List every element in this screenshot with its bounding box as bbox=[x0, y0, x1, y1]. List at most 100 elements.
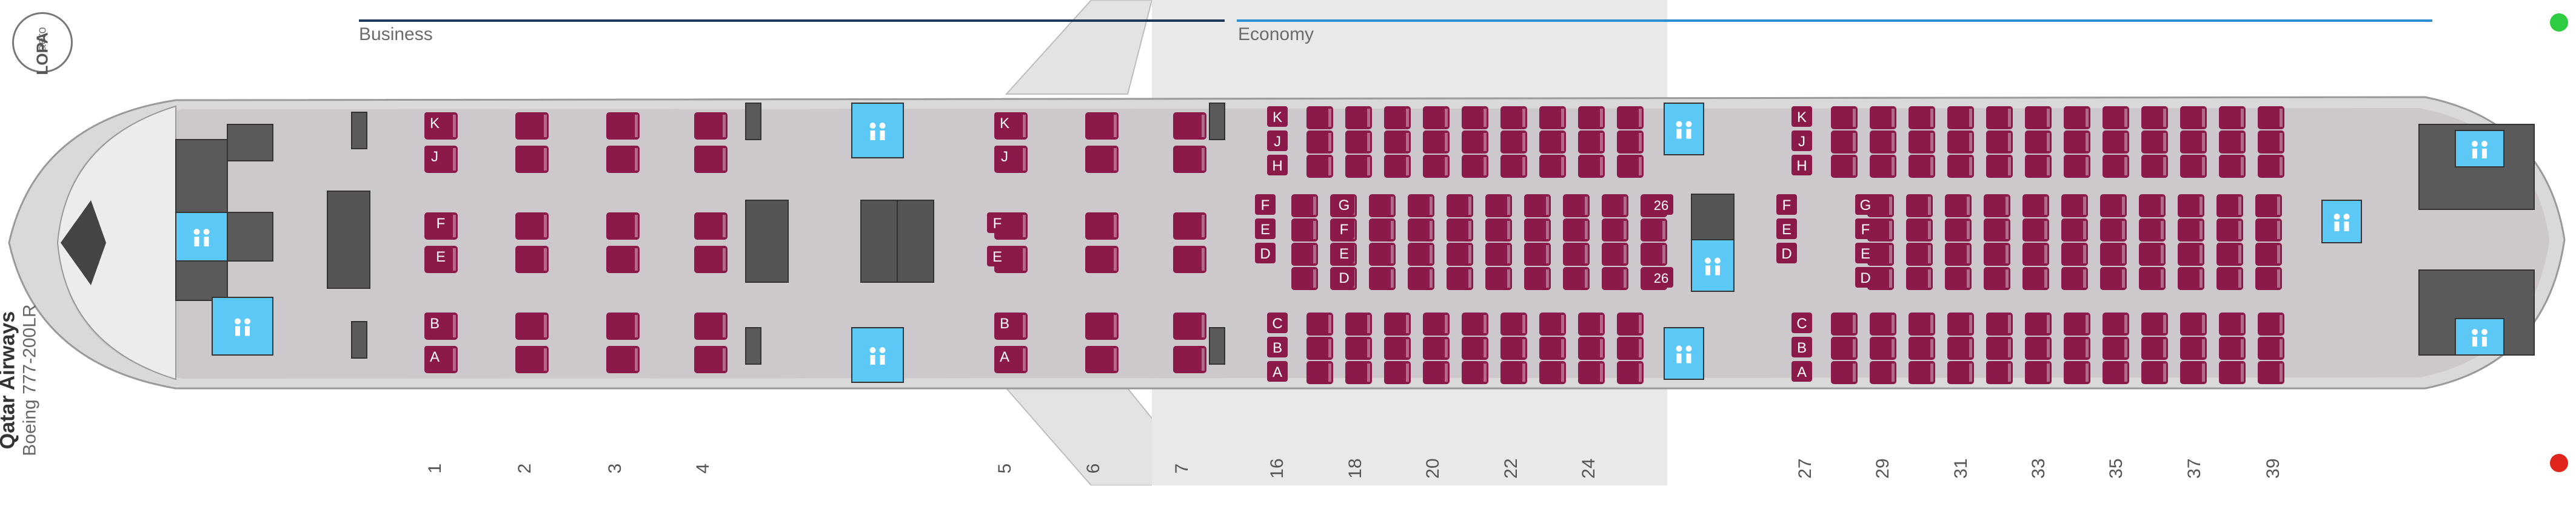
economy-seat[interactable] bbox=[2178, 243, 2204, 266]
economy-seat[interactable] bbox=[2258, 337, 2284, 360]
economy-seat[interactable] bbox=[1617, 130, 1644, 154]
economy-seat[interactable] bbox=[1563, 218, 1590, 242]
business-seat[interactable] bbox=[515, 346, 549, 373]
economy-seat[interactable] bbox=[2064, 155, 2090, 178]
economy-seat[interactable] bbox=[1462, 130, 1488, 154]
economy-seat[interactable] bbox=[2100, 243, 2127, 266]
economy-seat[interactable] bbox=[2178, 194, 2204, 217]
economy-seat[interactable] bbox=[1500, 106, 1527, 129]
business-seat-letter[interactable]: B bbox=[994, 313, 1015, 333]
economy-seat-letter[interactable]: D bbox=[1255, 243, 1276, 263]
economy-seat[interactable] bbox=[2022, 267, 2049, 290]
economy-seat[interactable] bbox=[2255, 218, 2282, 242]
economy-seat[interactable] bbox=[2100, 194, 2127, 217]
economy-seat[interactable] bbox=[1408, 194, 1434, 217]
business-seat[interactable] bbox=[694, 112, 728, 140]
economy-seat[interactable] bbox=[2180, 337, 2207, 360]
economy-seat[interactable] bbox=[1909, 130, 1935, 154]
economy-seat[interactable] bbox=[1306, 337, 1333, 360]
economy-seat[interactable] bbox=[2064, 130, 2090, 154]
economy-seat[interactable] bbox=[2216, 267, 2243, 290]
economy-seat[interactable] bbox=[1617, 361, 1644, 384]
business-seat[interactable] bbox=[1085, 146, 1119, 173]
economy-seat[interactable] bbox=[2022, 243, 2049, 266]
economy-seat[interactable] bbox=[2061, 218, 2088, 242]
economy-seat[interactable] bbox=[2064, 106, 2090, 129]
economy-seat-letter[interactable]: C bbox=[1267, 313, 1288, 333]
economy-seat[interactable] bbox=[1500, 130, 1527, 154]
business-seat[interactable] bbox=[694, 246, 728, 273]
economy-seat[interactable] bbox=[2061, 243, 2088, 266]
economy-seat[interactable] bbox=[1947, 155, 1974, 178]
business-seat[interactable] bbox=[606, 112, 640, 140]
economy-seat[interactable] bbox=[1947, 130, 1974, 154]
economy-seat-letter[interactable]: D bbox=[1334, 267, 1354, 288]
economy-seat[interactable] bbox=[2219, 155, 2246, 178]
economy-seat[interactable] bbox=[1617, 313, 1644, 336]
economy-seat[interactable] bbox=[1984, 267, 2010, 290]
economy-seat[interactable] bbox=[2178, 218, 2204, 242]
business-seat[interactable] bbox=[694, 346, 728, 373]
economy-seat-letter[interactable]: B bbox=[1267, 337, 1288, 357]
business-seat[interactable] bbox=[515, 146, 549, 173]
economy-seat[interactable] bbox=[1870, 106, 1896, 129]
economy-seat-letter[interactable]: A bbox=[1267, 361, 1288, 382]
economy-seat[interactable] bbox=[2139, 194, 2166, 217]
economy-seat[interactable] bbox=[1485, 267, 1512, 290]
economy-seat[interactable] bbox=[2103, 106, 2129, 129]
economy-seat[interactable] bbox=[1947, 361, 1974, 384]
economy-seat-letter[interactable]: J bbox=[1267, 130, 1288, 151]
business-seat-letter[interactable]: F bbox=[987, 212, 1008, 233]
economy-seat[interactable] bbox=[1384, 155, 1411, 178]
economy-seat[interactable] bbox=[1602, 218, 1628, 242]
economy-seat-letter[interactable]: K bbox=[1267, 106, 1288, 127]
economy-seat[interactable] bbox=[2219, 130, 2246, 154]
business-seat[interactable] bbox=[1173, 112, 1206, 140]
economy-seat[interactable] bbox=[2025, 155, 2052, 178]
economy-seat[interactable] bbox=[1539, 361, 1566, 384]
economy-seat[interactable] bbox=[1369, 218, 1396, 242]
business-seat-letter[interactable]: E bbox=[430, 246, 451, 266]
economy-seat[interactable] bbox=[1563, 267, 1590, 290]
economy-seat-letter[interactable]: G bbox=[1334, 194, 1354, 215]
economy-seat[interactable] bbox=[1986, 313, 2013, 336]
economy-seat[interactable] bbox=[1870, 130, 1896, 154]
economy-seat[interactable] bbox=[2180, 313, 2207, 336]
economy-seat[interactable] bbox=[1578, 337, 1605, 360]
economy-seat[interactable] bbox=[1524, 218, 1551, 242]
economy-seat[interactable] bbox=[1831, 361, 1858, 384]
economy-seat[interactable] bbox=[1578, 155, 1605, 178]
economy-seat[interactable] bbox=[1831, 106, 1858, 129]
economy-seat[interactable] bbox=[1306, 313, 1333, 336]
economy-seat[interactable] bbox=[2025, 106, 2052, 129]
economy-seat[interactable] bbox=[1369, 194, 1396, 217]
economy-seat[interactable] bbox=[1947, 313, 1974, 336]
economy-seat[interactable] bbox=[1423, 130, 1450, 154]
economy-seat[interactable] bbox=[1384, 106, 1411, 129]
business-seat-letter[interactable]: K bbox=[994, 112, 1015, 133]
economy-seat[interactable] bbox=[2219, 361, 2246, 384]
business-seat[interactable] bbox=[606, 246, 640, 273]
business-seat-letter[interactable]: K bbox=[424, 112, 445, 133]
economy-seat[interactable] bbox=[1462, 155, 1488, 178]
economy-seat[interactable] bbox=[1291, 267, 1318, 290]
economy-seat[interactable] bbox=[1986, 130, 2013, 154]
economy-seat-letter[interactable]: J bbox=[1791, 130, 1812, 151]
economy-seat[interactable] bbox=[1423, 337, 1450, 360]
economy-seat[interactable] bbox=[1500, 313, 1527, 336]
business-seat[interactable] bbox=[1173, 246, 1206, 273]
economy-seat[interactable] bbox=[2219, 106, 2246, 129]
economy-seat-letter[interactable]: F bbox=[1855, 218, 1876, 239]
economy-seat[interactable] bbox=[2255, 194, 2282, 217]
economy-seat[interactable] bbox=[1906, 267, 1933, 290]
economy-seat[interactable] bbox=[1602, 243, 1628, 266]
economy-seat-letter[interactable]: F bbox=[1776, 194, 1797, 215]
economy-seat[interactable] bbox=[1423, 106, 1450, 129]
economy-seat-letter[interactable]: D bbox=[1776, 243, 1797, 263]
business-seat[interactable] bbox=[515, 313, 549, 340]
economy-seat[interactable] bbox=[1906, 243, 1933, 266]
economy-seat[interactable] bbox=[2180, 106, 2207, 129]
economy-seat[interactable] bbox=[2219, 337, 2246, 360]
economy-seat[interactable] bbox=[2103, 313, 2129, 336]
economy-seat[interactable] bbox=[1539, 313, 1566, 336]
